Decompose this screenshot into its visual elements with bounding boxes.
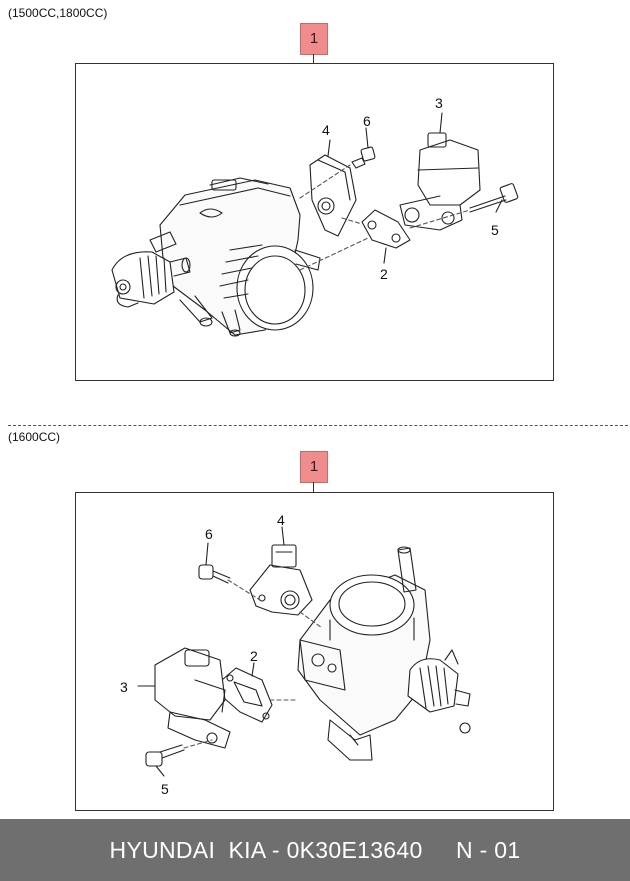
assembly-leader-top [313,54,314,63]
assembly-leader-bottom [313,482,314,492]
variant-label-bottom: (1600CC) [8,430,61,444]
assembly-callout-bottom[interactable]: 1 [300,451,328,483]
throttle-position-sensor-bottom[interactable] [249,526,313,616]
part-number-5-top[interactable]: 5 [491,222,499,238]
part-number-3-top[interactable]: 3 [435,95,443,111]
idle-speed-actuator-bottom[interactable] [137,647,231,749]
part-number-2-top[interactable]: 2 [380,266,388,282]
throttle-position-sensor-top[interactable] [309,139,357,237]
bolt-5-top[interactable] [469,183,519,213]
throttle-body-top[interactable] [111,177,321,337]
variant-label-top: (1500CC,1800CC) [8,6,108,20]
gasket-bottom[interactable] [221,662,273,723]
part-number-4-top[interactable]: 4 [322,122,330,138]
assembly-callout-top[interactable]: 1 [300,23,328,55]
screw-6-top[interactable] [351,127,376,169]
footer-part-number-bar: HYUNDAI KIA - 0K30E13640 N - 01 [0,819,630,881]
part-number-6-bottom[interactable]: 6 [205,526,213,542]
diagram-frame-top [75,63,554,381]
screw-6-bottom[interactable] [198,542,231,584]
idle-speed-actuator-top[interactable] [399,112,481,231]
footer-text: HYUNDAI KIA - 0K30E13640 N - 01 [109,836,521,863]
gasket-top[interactable] [361,209,411,264]
part-number-2-bottom[interactable]: 2 [250,648,258,664]
part-number-3-bottom[interactable]: 3 [120,679,128,695]
bolt-5-bottom[interactable] [145,744,185,777]
part-number-5-bottom[interactable]: 5 [161,781,169,797]
part-number-4-bottom[interactable]: 4 [277,512,285,528]
section-divider [8,425,628,426]
part-number-6-top[interactable]: 6 [363,113,371,129]
throttle-body-bottom[interactable] [297,546,471,761]
